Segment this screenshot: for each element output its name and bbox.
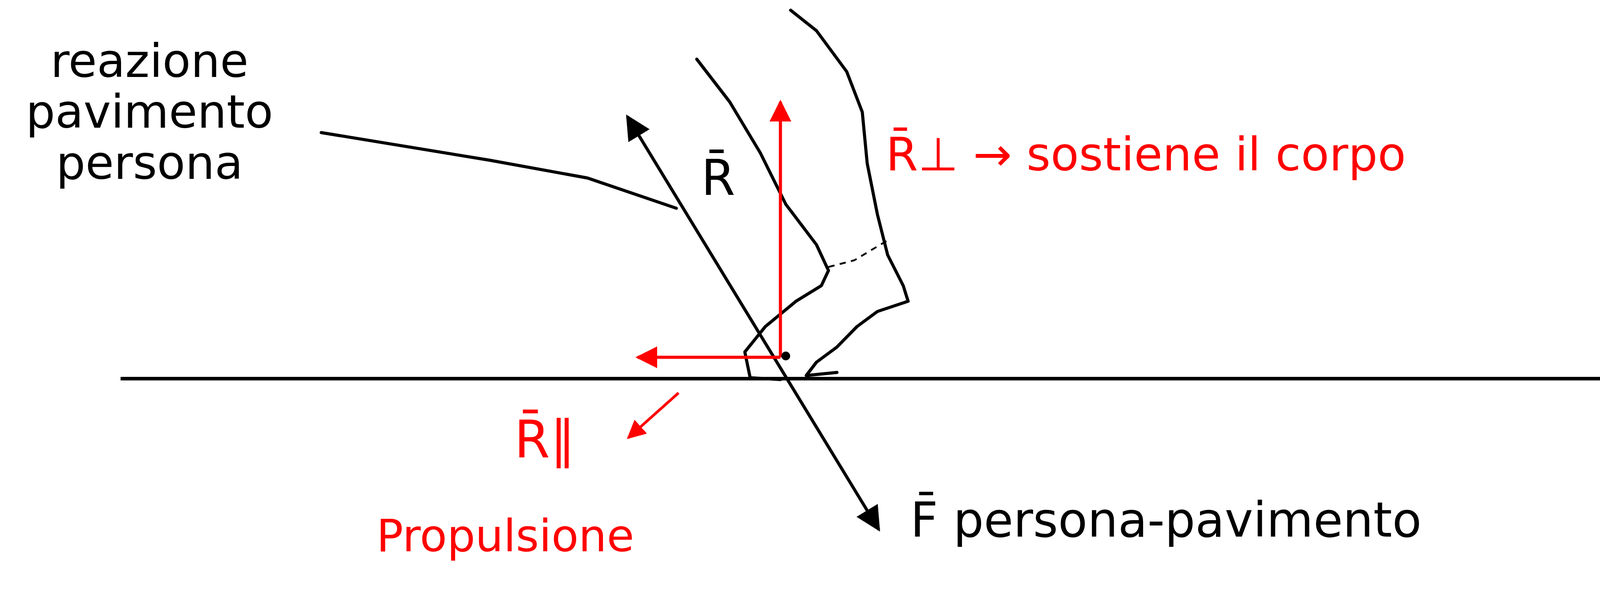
- leg-outline: [790, 10, 909, 376]
- component-label: Propulsione: [373, 511, 637, 561]
- normal-component: [779, 101, 783, 358]
- vector-label: R̄⊥ → sostiene il corpo: [883, 129, 1409, 180]
- force-vector: [627, 116, 879, 530]
- leg-outline: [696, 59, 829, 380]
- contact-point: [781, 351, 791, 361]
- pointer-arrow: [628, 392, 679, 438]
- note-text: reazione pavimento persona: [8, 35, 291, 189]
- leader-line: [321, 132, 677, 209]
- parallel-component: [637, 355, 781, 360]
- ankle-line: [828, 240, 888, 267]
- vector-label: F̄ persona-pavimento: [907, 493, 1425, 547]
- floor-line: [120, 376, 1600, 381]
- vector-label: R̄: [698, 151, 738, 206]
- vector-label: R̄∥: [511, 411, 578, 469]
